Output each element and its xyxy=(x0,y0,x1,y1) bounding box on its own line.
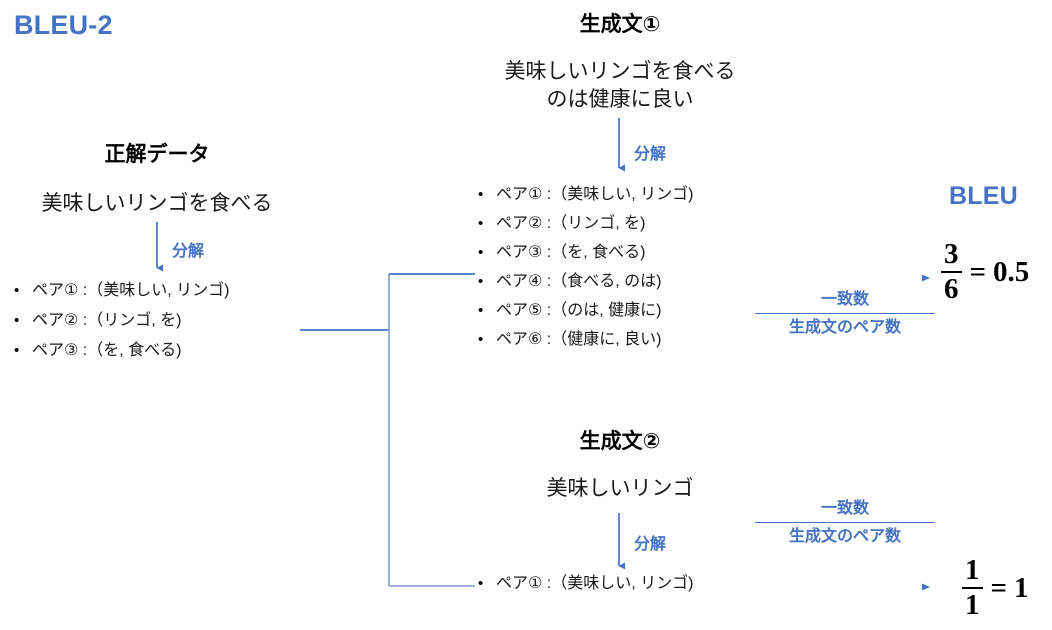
pair-text: ペア① :（美味しい, リンゴ) xyxy=(496,186,694,203)
list-item: ペア② :（リンゴ, を) xyxy=(14,313,229,329)
legend-fraction-bar xyxy=(755,522,935,524)
page-title: BLEU-2 xyxy=(14,10,113,40)
reference-heading: 正解データ xyxy=(104,143,210,166)
pair-text: ペア③ :（を, 食べる) xyxy=(32,342,182,359)
bullet-icon xyxy=(478,245,496,260)
list-item: ペア② :（リンゴ, を) xyxy=(478,216,693,232)
pair-text: ペア① :（美味しい, リンゴ) xyxy=(32,282,230,299)
legend-numerator: 一致数 xyxy=(820,291,869,308)
score-fraction: 3 6 xyxy=(941,240,962,304)
pair-text: ペア④ :（食べる, のは) xyxy=(496,273,662,290)
legend-fraction-bar xyxy=(755,313,935,315)
score-fraction-bar xyxy=(941,271,962,273)
candidate2-heading: 生成文② xyxy=(579,430,661,453)
candidate1-score-legend: 一致数 生成文のペア数 xyxy=(755,288,935,339)
list-item: ペア① :（美味しい, リンゴ) xyxy=(478,187,693,203)
bullet-icon xyxy=(14,313,32,328)
pair-text: ペア① :（美味しい, リンゴ) xyxy=(496,575,694,592)
candidate2-pair-list: ペア① :（美味しい, リンゴ) xyxy=(478,576,693,592)
equals-sign: = xyxy=(969,255,987,288)
list-item: ペア③ :（を, 食べる) xyxy=(14,343,229,359)
reference-decompose-label: 分解 xyxy=(172,243,205,260)
pair-text: ペア③ :（を, 食べる) xyxy=(496,244,646,261)
list-item: ペア③ :（を, 食べる) xyxy=(478,245,693,261)
list-item: ペア① :（美味しい, リンゴ) xyxy=(478,576,693,592)
candidate2-score-result: 1 1 = 1 xyxy=(962,556,1029,620)
score-numerator: 1 xyxy=(965,554,980,586)
candidate1-score-result: 3 6 = 0.5 xyxy=(941,240,1029,304)
candidate1-decompose-label: 分解 xyxy=(634,146,667,163)
legend-numerator: 一致数 xyxy=(820,500,869,517)
bullet-icon xyxy=(478,576,496,591)
bullet-icon xyxy=(478,303,496,318)
candidate2-decompose-label: 分解 xyxy=(634,536,667,553)
legend-denominator: 生成文のペア数 xyxy=(788,528,901,546)
reference-pair-list: ペア① :（美味しい, リンゴ) ペア② :（リンゴ, を) ペア③ :（を, … xyxy=(14,283,229,359)
bullet-icon xyxy=(478,274,496,289)
bullet-icon xyxy=(14,343,32,358)
list-item: ペア① :（美味しい, リンゴ) xyxy=(14,283,229,299)
bleu-label: BLEU xyxy=(949,182,1018,210)
candidate1-heading: 生成文① xyxy=(579,13,661,36)
score-denominator: 1 xyxy=(965,589,980,621)
score-value: 0.5 xyxy=(993,255,1030,288)
bullet-icon xyxy=(478,216,496,231)
list-item: ペア④ :（食べる, のは) xyxy=(478,274,693,290)
pair-text: ペア② :（リンゴ, を) xyxy=(496,215,646,232)
candidate1-sentence-line1: 美味しいリンゴを食べる xyxy=(504,60,736,83)
pair-text: ペア⑤ :（のは, 健康に) xyxy=(496,302,662,319)
score-value: 1 xyxy=(1014,571,1029,604)
score-denominator: 6 xyxy=(944,273,959,305)
pair-text: ペア⑥ :（健康に, 良い) xyxy=(496,331,662,348)
list-item: ペア⑥ :（健康に, 良い) xyxy=(478,332,693,348)
legend-denominator: 生成文のペア数 xyxy=(788,319,901,337)
bullet-icon xyxy=(478,332,496,347)
equals-sign: = xyxy=(990,571,1008,604)
list-item: ペア⑤ :（のは, 健康に) xyxy=(478,303,693,319)
score-numerator: 3 xyxy=(944,238,959,270)
score-fraction: 1 1 xyxy=(962,556,983,620)
candidate2-score-legend: 一致数 生成文のペア数 xyxy=(755,497,935,548)
candidate1-pair-list: ペア① :（美味しい, リンゴ) ペア② :（リンゴ, を) ペア③ :（を, … xyxy=(478,187,693,348)
bullet-icon xyxy=(478,187,496,202)
candidate1-sentence-line2: のは健康に良い xyxy=(546,88,694,111)
pair-text: ペア② :（リンゴ, を) xyxy=(32,312,182,329)
reference-sentence: 美味しいリンゴを食べる xyxy=(41,192,273,215)
score-fraction-bar xyxy=(962,587,983,589)
bullet-icon xyxy=(14,283,32,298)
candidate2-sentence-line1: 美味しいリンゴ xyxy=(546,477,694,500)
